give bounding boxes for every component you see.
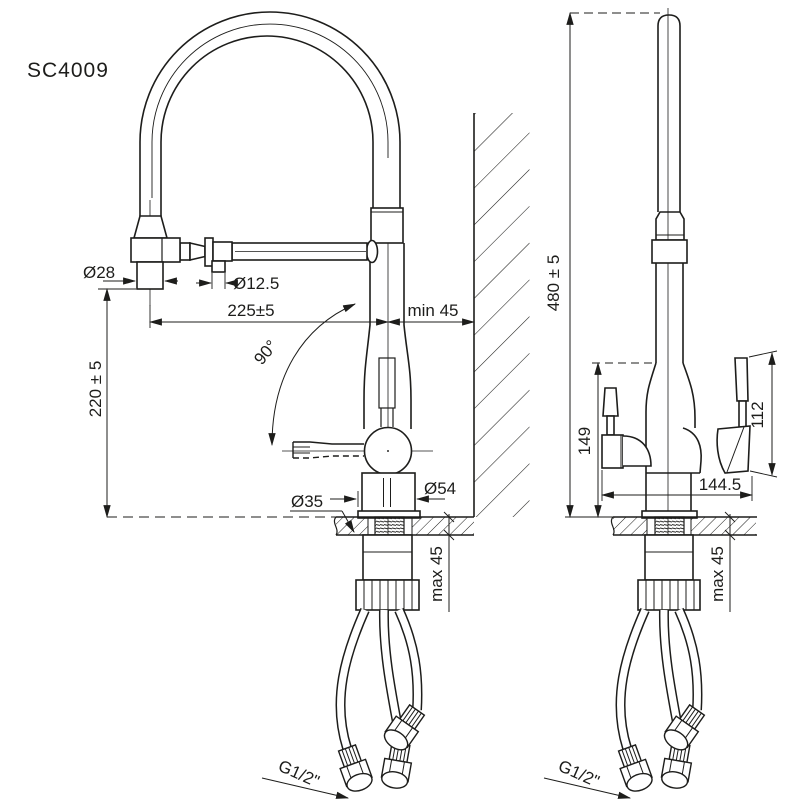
left-lever <box>601 387 652 469</box>
countertop-side <box>610 516 757 537</box>
front-view <box>130 11 433 688</box>
spout-connector <box>370 207 404 244</box>
gooseneck-spout <box>139 11 401 216</box>
height-label: 480 ± 5 <box>544 255 563 312</box>
faucet-base-front <box>357 472 421 519</box>
dim-thread-leader-side <box>543 777 632 799</box>
wall-min-label: min 45 <box>407 301 458 320</box>
thread-front-label: G1/2" <box>275 756 322 791</box>
reach-label: 225±5 <box>227 301 274 320</box>
right-lever <box>716 357 751 474</box>
supply-hoses-side <box>613 607 709 796</box>
counter-break-side <box>610 516 615 536</box>
handle-top-label: 149 <box>575 427 594 455</box>
threaded-shank <box>374 516 405 537</box>
dim-deck-max-front <box>443 511 455 612</box>
under-counter-front <box>333 534 429 796</box>
dim-base-diameter <box>330 491 445 507</box>
under-counter-side <box>613 534 709 796</box>
swivel-label: 90° <box>250 337 281 369</box>
spray-diameter-label: Ø28 <box>83 263 115 282</box>
wand-coupling <box>211 260 226 273</box>
base-diameter-label: Ø54 <box>424 479 456 498</box>
outlet-height-label: 220 ± 5 <box>86 361 105 418</box>
labels: SC4009 Ø28 Ø12.5 225±5 min 45 90° 220 ± … <box>27 59 767 791</box>
arm-end-cap <box>365 239 379 264</box>
handle-front <box>292 441 364 459</box>
dim-deck-max-side <box>724 511 736 612</box>
dimensions <box>98 11 778 799</box>
supply-hoses-front <box>333 607 429 796</box>
wand-diameter-label: Ø12.5 <box>233 274 279 293</box>
faucet-body-front <box>363 243 412 429</box>
spread-label: 144.5 <box>699 475 742 494</box>
spray-head <box>130 215 181 290</box>
wall-section <box>473 113 530 517</box>
mounting-nut-side <box>637 579 701 611</box>
lever-label: 112 <box>748 401 767 428</box>
spout-side <box>651 14 688 363</box>
countertop-front <box>107 516 474 537</box>
dim-hole-diameter <box>290 510 355 533</box>
deck-max-front-label: max 45 <box>427 546 446 602</box>
hole-diameter-label: Ø35 <box>291 492 323 511</box>
dim-thread-leader-front <box>261 777 350 799</box>
threaded-shank-side <box>654 516 685 537</box>
spray-nozzle <box>136 261 164 290</box>
deck-max-side-label: max 45 <box>708 546 727 602</box>
dim-swivel-arc <box>268 303 356 447</box>
counter-break <box>333 516 338 536</box>
spray-wand-arm <box>179 237 379 273</box>
model-label: SC4009 <box>27 59 109 82</box>
dim-wand-diameter <box>196 273 238 289</box>
